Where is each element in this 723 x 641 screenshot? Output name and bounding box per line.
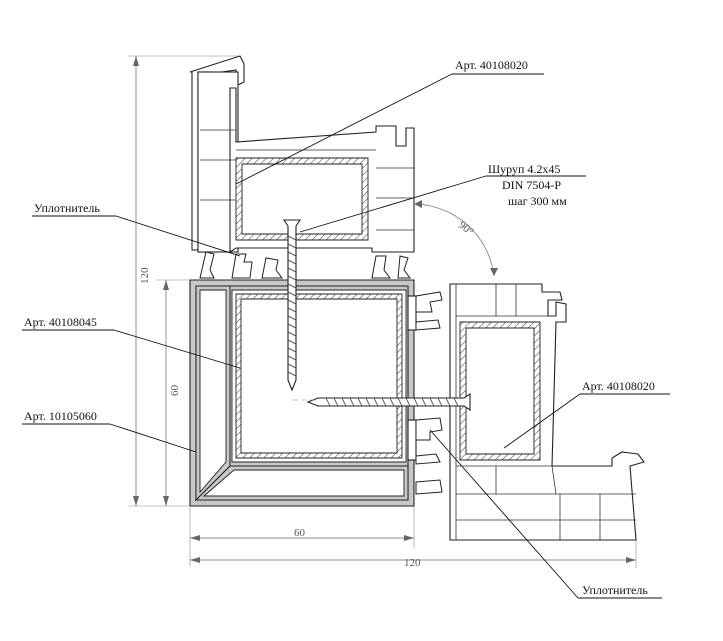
seal-bottom-label: Уплотнитель bbox=[582, 583, 648, 597]
screw-label-line3: шаг 300 мм bbox=[508, 194, 567, 208]
dimension-width-total: 120 bbox=[190, 540, 637, 569]
height-frame-label: 60 bbox=[169, 385, 181, 397]
frame-profile bbox=[189, 279, 417, 507]
height-total-label: 120 bbox=[139, 267, 151, 284]
art-top-label: Арт. 40108020 bbox=[455, 58, 528, 72]
callout-art-right: Арт. 40108020 bbox=[503, 379, 670, 449]
callout-seal-left: Уплотнитель bbox=[32, 201, 241, 257]
screw-horizontal bbox=[292, 392, 471, 412]
art-reinforcement-label: Арт. 40108045 bbox=[24, 315, 97, 329]
callout-art-top: Арт. 40108020 bbox=[235, 58, 544, 185]
dimension-width-frame: 60 bbox=[189, 506, 415, 566]
right-gaskets bbox=[415, 291, 443, 495]
seal-left-label: Уплотнитель bbox=[34, 201, 100, 215]
angle-indicator: 90° bbox=[413, 200, 498, 277]
width-frame-label: 60 bbox=[294, 527, 306, 539]
screw-label-line2: DIN 7504-P bbox=[502, 178, 561, 192]
callout-screw: Шуруп 4.2х45 DIN 7504-P шаг 300 мм bbox=[299, 162, 586, 233]
dimension-height-frame: 60 bbox=[156, 279, 190, 506]
right-profile bbox=[449, 283, 645, 541]
screw-label-line1: Шуруп 4.2х45 bbox=[488, 162, 560, 176]
callout-seal-bottom: Уплотнитель bbox=[429, 429, 662, 599]
dimension-height-total: 120 bbox=[128, 55, 238, 507]
callout-art-reinforcement: Арт. 40108045 bbox=[22, 315, 241, 369]
callout-art-frame: Арт. 10105060 bbox=[22, 409, 197, 453]
upper-profile bbox=[189, 55, 415, 254]
angle-label: 90° bbox=[456, 219, 476, 238]
width-total-label: 120 bbox=[404, 557, 421, 569]
art-right-label: Арт. 40108020 bbox=[582, 379, 655, 393]
screw-vertical bbox=[282, 219, 302, 392]
art-frame-label: Арт. 10105060 bbox=[24, 409, 97, 423]
upper-gaskets bbox=[199, 251, 411, 279]
